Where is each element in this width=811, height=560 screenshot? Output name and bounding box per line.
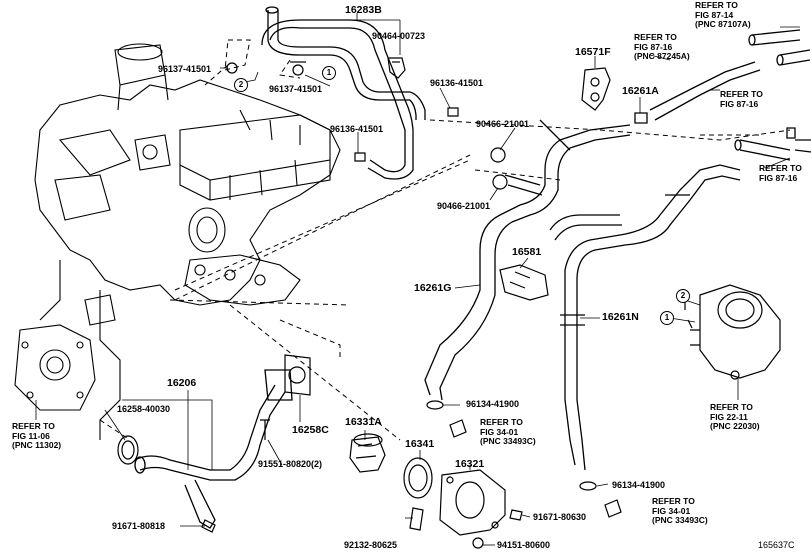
ref-line: FIG 22-11 [710, 411, 748, 422]
part-label-94151-80600: 94151-80600 [497, 540, 551, 550]
bracket-16571F [582, 68, 610, 110]
ref-line: (PNC 87245A) [634, 51, 690, 61]
callout-1-top: 1 [322, 66, 336, 80]
ref-line: FIG 34-01 [652, 505, 691, 516]
ref-line: (PNC 33493C) [652, 515, 708, 525]
o-ring-16258-40030 [118, 436, 138, 464]
hose-16283B [262, 7, 425, 179]
ref-line: FIG 87-14 [695, 9, 734, 20]
part-label-96134-41900-a: 96134-41900 [466, 399, 520, 409]
bolt-91671-80630 [510, 510, 522, 520]
bracket-16581 [500, 265, 548, 300]
ref-line: FIG 87-16 [720, 98, 759, 109]
clip-96136-41501-a [448, 108, 458, 116]
part-label-96134-41900-b: 96134-41900 [612, 480, 666, 490]
callout-2-right: 2 [676, 289, 690, 303]
bolt-91671-80818 [202, 520, 215, 532]
part-label-96137-41501-b: 96137-41501 [269, 84, 323, 94]
part-label-16283B: 16283B [345, 4, 382, 16]
leader-lines [36, 13, 800, 545]
ref-line: REFER TO [720, 89, 763, 99]
refer-fig-87-16-b: REFER TO FIG 87-16 [720, 89, 763, 109]
gasket-16341 [404, 458, 432, 498]
engine-block [15, 44, 340, 440]
clamp-90466-21001-b [493, 175, 507, 189]
water-outlet-housing [685, 285, 780, 379]
clip-96137-41501-b [290, 62, 306, 75]
ref-line: (PNC 22030) [710, 421, 760, 431]
part-label-16261N: 16261N [602, 311, 639, 323]
part-label-96137-41501-a: 96137-41501 [158, 64, 212, 74]
water-inlet-16321 [440, 470, 505, 535]
ref-line: REFER TO [480, 417, 523, 427]
callout-2-top: 2 [234, 78, 248, 92]
plug-33493C-b [605, 500, 621, 517]
refer-fig-87-16-a: REFER TO FIG 87-16 (PNC 87245A) [634, 32, 690, 62]
ref-line: FIG 87-16 [759, 172, 798, 183]
hose-16261A [635, 62, 760, 123]
part-label-16258-40030: 16258-40030 [117, 404, 171, 414]
clamp-90466-21001-a [491, 148, 505, 162]
ref-line: FIG 11-06 [12, 430, 50, 441]
hose-16261G [425, 120, 630, 400]
refer-fig-34-01-b: REFER TO FIG 34-01 (PNC 33493C) [652, 496, 708, 526]
refer-fig-11-06: REFER TO FIG 11-06 (PNC 11302) [12, 421, 62, 451]
refer-fig-22-11: REFER TO FIG 22-11 (PNC 22030) [710, 402, 760, 432]
stud-92132-80625 [410, 508, 423, 530]
hose-16261N [550, 165, 740, 470]
ref-line: (PNC 11302) [12, 440, 62, 450]
part-label-16581: 16581 [512, 246, 542, 258]
part-label-16571F: 16571F [575, 46, 611, 58]
water-bypass-pipe-16206 [135, 370, 292, 528]
clip-96136-41501-b [355, 153, 365, 161]
diagram-code: 165637C [758, 540, 795, 550]
refer-fig-87-16-c: REFER TO FIG 87-16 [759, 163, 802, 183]
part-label-90466-21001-b: 90466-21001 [437, 201, 491, 211]
hose-upper-right [735, 30, 811, 160]
part-label-16331A: 16331A [345, 416, 382, 428]
ref-line: REFER TO [710, 402, 753, 412]
part-label-16206: 16206 [167, 377, 197, 389]
part-label-16341: 16341 [405, 438, 435, 450]
ref-line: REFER TO [652, 496, 695, 506]
ref-line: REFER TO [12, 421, 55, 431]
clip-96134-41900-b [580, 482, 596, 490]
part-label-90464-00723: 90464-00723 [372, 31, 426, 41]
part-label-16321: 16321 [455, 458, 485, 470]
ref-line: REFER TO [695, 0, 738, 10]
part-label-91671-80818: 91671-80818 [112, 521, 166, 531]
ref-line: (PNC 33493C) [480, 436, 536, 446]
part-label-91671-80630: 91671-80630 [533, 512, 587, 522]
gasket-16258C [285, 355, 310, 395]
ref-line: REFER TO [634, 32, 677, 42]
clip-96134-41900-a [427, 401, 443, 409]
part-label-96136-41501-a: 96136-41501 [430, 78, 484, 88]
refer-fig-87-14: REFER TO FIG 87-14 (PNC 87107A) [695, 0, 751, 30]
part-label-16261A: 16261A [622, 85, 659, 97]
part-label-91551-80820: 91551-80820(2) [258, 459, 323, 469]
part-label-16261G: 16261G [414, 282, 452, 294]
ref-line: FIG 34-01 [480, 426, 519, 437]
clip-90464-00723 [388, 58, 405, 78]
clip-96137-41501-a [227, 63, 237, 73]
callout-1-right: 1 [660, 311, 674, 325]
refer-fig-34-01-a: REFER TO FIG 34-01 (PNC 33493C) [480, 417, 536, 447]
nut-94151-80600 [473, 538, 483, 548]
thermostat-16331A [350, 434, 385, 472]
part-label-16258C: 16258C [292, 424, 329, 436]
guide-lines [100, 40, 790, 440]
plug-33493C-a [450, 420, 466, 437]
ref-line: (PNC 87107A) [695, 19, 751, 29]
ref-line: REFER TO [759, 163, 802, 173]
part-label-96136-41501-b: 96136-41501 [330, 124, 384, 134]
part-label-90466-21001-a: 90466-21001 [476, 119, 530, 129]
part-label-92132-80625: 92132-80625 [344, 540, 398, 550]
bolt-91551-80820 [260, 420, 270, 440]
ref-line: FIG 87-16 [634, 41, 673, 52]
